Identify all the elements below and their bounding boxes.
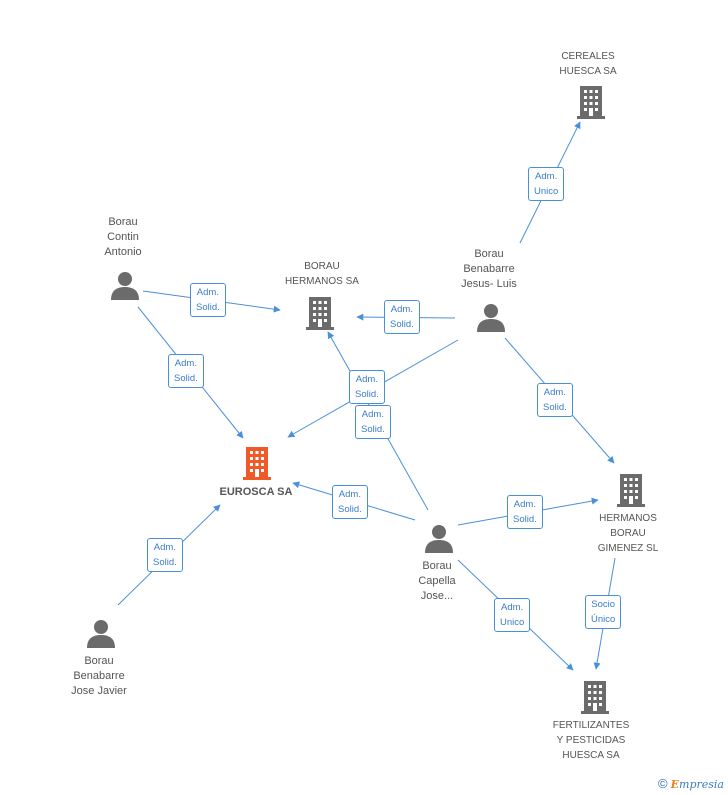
person-label-capella[interactable]: Borau Capella Jose...: [418, 560, 456, 602]
building-icon: [617, 474, 645, 507]
company-label-fertilizantes[interactable]: FERTILIZANTES Y PESTICIDAS HUESCA SA: [552, 720, 630, 761]
edge-label: Adm.Solid.: [168, 354, 204, 388]
empresia-brand: ©Empresia: [658, 776, 724, 791]
person-icon: [87, 620, 115, 648]
edge-label: Adm.Solid.: [147, 538, 183, 572]
building-icon: [577, 86, 605, 119]
person-label-jesus-luis[interactable]: Borau Benabarre Jesus- Luis: [461, 248, 517, 290]
company-label-cereales[interactable]: CEREALES HUESCA SA: [559, 51, 617, 77]
person-label-contin[interactable]: Borau Contin Antonio: [104, 216, 142, 258]
person-icon: [425, 525, 453, 553]
brand-name: mpresia: [679, 778, 724, 791]
person-icon: [477, 304, 505, 332]
edge-label: Adm.Solid.: [190, 283, 226, 317]
main-company-building-icon: [243, 447, 271, 480]
edge-label: Adm.Solid.: [384, 300, 420, 334]
edge-label: Adm.Solid.: [332, 485, 368, 519]
edge-label: Adm.Solid.: [507, 495, 543, 529]
copyright-symbol: ©: [658, 776, 668, 791]
person-label-jose-javier[interactable]: Borau Benabarre Jose Javier: [71, 655, 127, 697]
building-icon: [306, 297, 334, 330]
edge-label: Adm.Unico: [528, 167, 565, 201]
edge-label: Adm.Solid.: [349, 370, 385, 404]
brand-initial: E: [670, 778, 680, 791]
main-company-label-eurosca[interactable]: EUROSCA SA: [219, 486, 293, 498]
person-icon: [111, 272, 139, 300]
company-label-hermanos-borau[interactable]: HERMANOS BORAU GIMENEZ SL: [597, 513, 659, 554]
edge-label: Adm.Unico: [494, 598, 531, 632]
company-label-borau-hermanos[interactable]: BORAU HERMANOS SA: [285, 261, 359, 287]
building-icon: [581, 681, 609, 714]
edge-label: Adm.Solid.: [537, 383, 573, 417]
edge-label: Adm.Solid.: [355, 405, 391, 439]
